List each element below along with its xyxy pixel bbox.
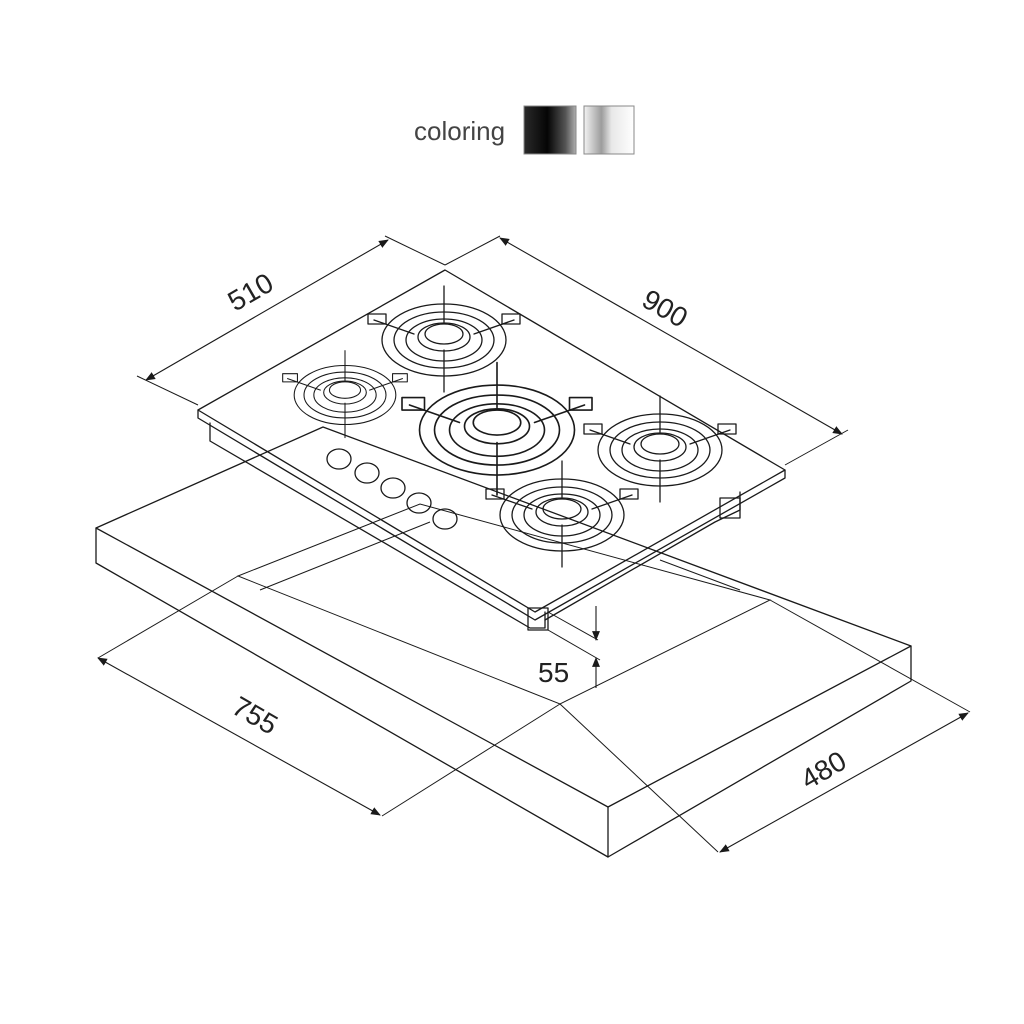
dim-line-480 bbox=[719, 712, 969, 853]
burner-right bbox=[583, 395, 737, 503]
coloring-legend: coloring bbox=[414, 105, 635, 155]
knob-3 bbox=[380, 477, 406, 499]
dim-line-510 bbox=[145, 239, 389, 381]
gas-hob bbox=[197, 269, 786, 631]
dim-label-510: 510 bbox=[223, 267, 279, 317]
dim-label-480: 480 bbox=[796, 745, 852, 795]
black-swatch bbox=[523, 105, 577, 155]
burner-front bbox=[485, 460, 639, 568]
knob-1 bbox=[326, 448, 352, 470]
knob-2 bbox=[354, 462, 380, 484]
control-knobs bbox=[326, 448, 458, 530]
dim-line-755 bbox=[97, 657, 381, 816]
white-swatch bbox=[583, 105, 635, 155]
knob-4 bbox=[406, 492, 432, 514]
burner-center-wok bbox=[401, 361, 593, 496]
burner-left bbox=[282, 350, 408, 439]
dim-label-900: 900 bbox=[637, 283, 693, 333]
dim-label-55: 55 bbox=[538, 657, 569, 688]
dimension-lines: 510 900 755 480 55 bbox=[97, 235, 971, 853]
dim-label-755: 755 bbox=[227, 690, 283, 740]
coloring-label: coloring bbox=[414, 116, 505, 146]
dim-line-900 bbox=[499, 237, 843, 435]
knob-5 bbox=[432, 508, 458, 530]
